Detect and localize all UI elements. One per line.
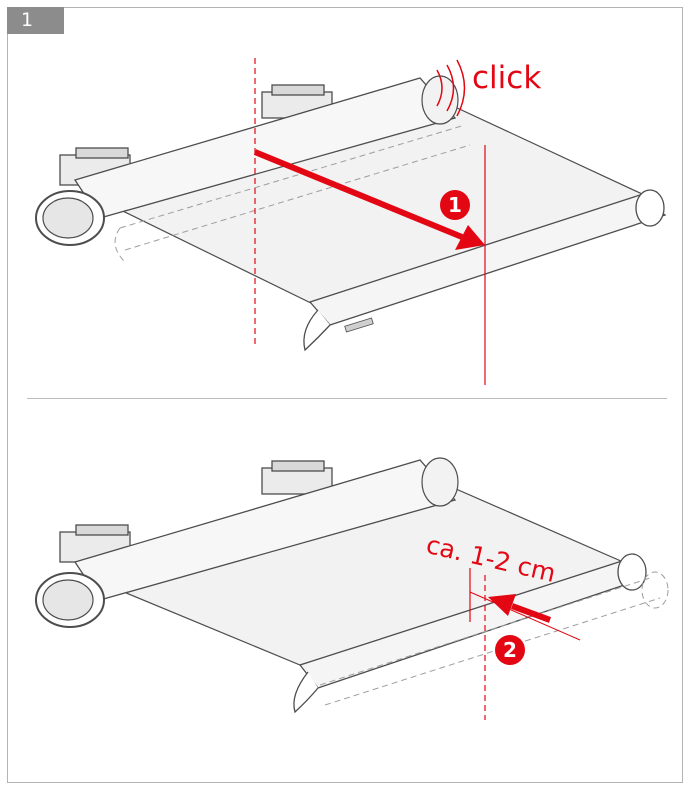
pull-arrow [253, 149, 485, 250]
push-arrow [488, 594, 552, 623]
ghost-front-bar [319, 571, 669, 706]
step-number-badge: 1 [7, 7, 64, 34]
click-sound-icon [436, 59, 466, 117]
svg-text:2: 2 [503, 638, 517, 662]
end-cap-left-bottom [35, 572, 105, 628]
ghost-cassette [114, 124, 471, 263]
end-cap-left [35, 190, 105, 246]
click-label: click [472, 60, 542, 96]
svg-text:1: 1 [448, 193, 462, 217]
step-marker-1: 1 [440, 190, 470, 220]
step-marker-2: 2 [495, 635, 525, 665]
panel-divider [27, 398, 667, 399]
